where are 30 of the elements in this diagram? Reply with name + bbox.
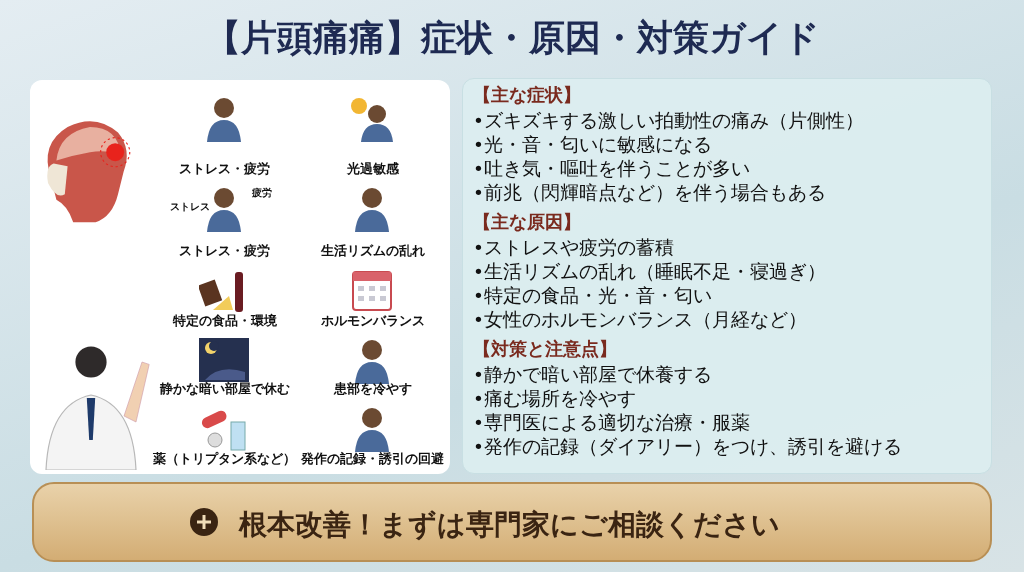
icon-caption: 静かな暗い部屋で休む <box>158 380 291 398</box>
bullet-item: •前兆（閃輝暗点など）を伴う場合もある <box>473 181 826 205</box>
icon-caption: 患部を冷やす <box>332 380 413 398</box>
icon-caption: 光過敏感 <box>345 160 400 178</box>
bullet-item: •専門医による適切な治療・服薬 <box>473 411 750 435</box>
bullet-item: •ストレスや疲労の蓄積 <box>473 236 674 260</box>
icon-caption: 薬（トリプタン系など） <box>152 450 297 468</box>
icon-caption: ホルモンバランス <box>319 312 426 330</box>
icon-caption: 発作の記録・誘引の回避 <box>300 450 445 468</box>
bullet-item: •静かで暗い部屋で休養する <box>473 363 712 387</box>
drawing-label: 疲労 <box>252 186 272 200</box>
drawing-label: ストレス <box>170 200 210 214</box>
bullet-item: •痛む場所を冷やす <box>473 387 636 411</box>
icon-caption: 生活リズムの乱れ <box>319 242 426 260</box>
section-heading: 【主な原因】 <box>473 210 581 234</box>
call-to-action-banner: 根本改善！まずは専門家にご相談ください <box>32 482 992 562</box>
bullet-item: •ズキズキする激しい拍動性の痛み（片側性） <box>473 109 864 133</box>
icon-caption: ストレス・疲労 <box>178 242 271 260</box>
section-heading: 【対策と注意点】 <box>473 337 617 361</box>
bullet-item: •吐き気・嘔吐を伴うことが多い <box>473 157 750 181</box>
icon-caption: ストレス・疲労 <box>178 160 271 178</box>
title: 【片頭痛痛】症状・原因・対策ガイド <box>203 16 821 60</box>
bullet-item: •特定の食品・光・音・匂い <box>473 284 712 308</box>
icon-caption: 特定の食品・環境 <box>171 312 278 330</box>
section-heading: 【主な症状】 <box>473 83 581 107</box>
bullet-item: •光・音・匂いに敏感になる <box>473 133 712 157</box>
bullet-item: •女性のホルモンバランス（月経など） <box>473 308 807 332</box>
bullet-item: •発作の記録（ダイアリー）をつけ、誘引を避ける <box>473 435 902 459</box>
bullet-item: •生活リズムの乱れ（睡眠不足・寝過ぎ） <box>473 260 826 284</box>
card-background <box>30 80 450 474</box>
